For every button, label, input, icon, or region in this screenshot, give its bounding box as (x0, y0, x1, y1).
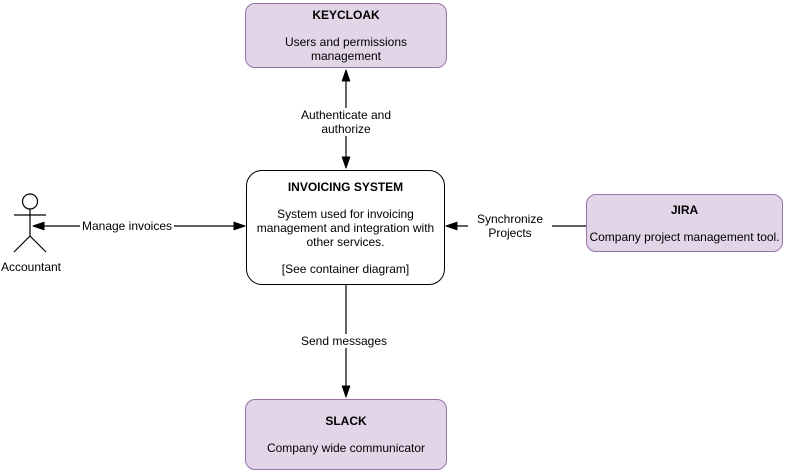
keycloak-title: KEYCLOAK (312, 8, 380, 22)
container-diagram-note: [See container diagram] (281, 261, 410, 276)
synchronize-projects-edge-label: Synchronize Projects (468, 212, 552, 240)
invoicing-system-title: INVOICING SYSTEM (287, 179, 404, 194)
accountant-actor-label: Accountant (0, 260, 62, 274)
slack-title: SLACK (325, 414, 367, 428)
keycloak-description: Users and permissions management (284, 35, 408, 63)
manage-invoices-edge-label: Manage invoices (79, 219, 175, 233)
slack-node[interactable]: SLACK Company wide communicator (245, 399, 447, 470)
jira-node[interactable]: JIRA Company project management tool. (586, 194, 783, 252)
authenticate-edge-label: Authenticate and authorize (294, 108, 398, 136)
keycloak-node[interactable]: KEYCLOAK Users and permissions managemen… (245, 3, 447, 68)
invoicing-system-description: System used for invoicing management and… (256, 206, 435, 249)
slack-description: Company wide communicator (266, 441, 426, 455)
jira-title: JIRA (670, 202, 699, 217)
send-messages-edge-label: Send messages (298, 334, 390, 348)
jira-description: Company project management tool. (589, 229, 780, 244)
accountant-actor-figure[interactable] (13, 193, 47, 253)
invoicing-system-node[interactable]: INVOICING SYSTEM System used for invoici… (246, 170, 445, 285)
